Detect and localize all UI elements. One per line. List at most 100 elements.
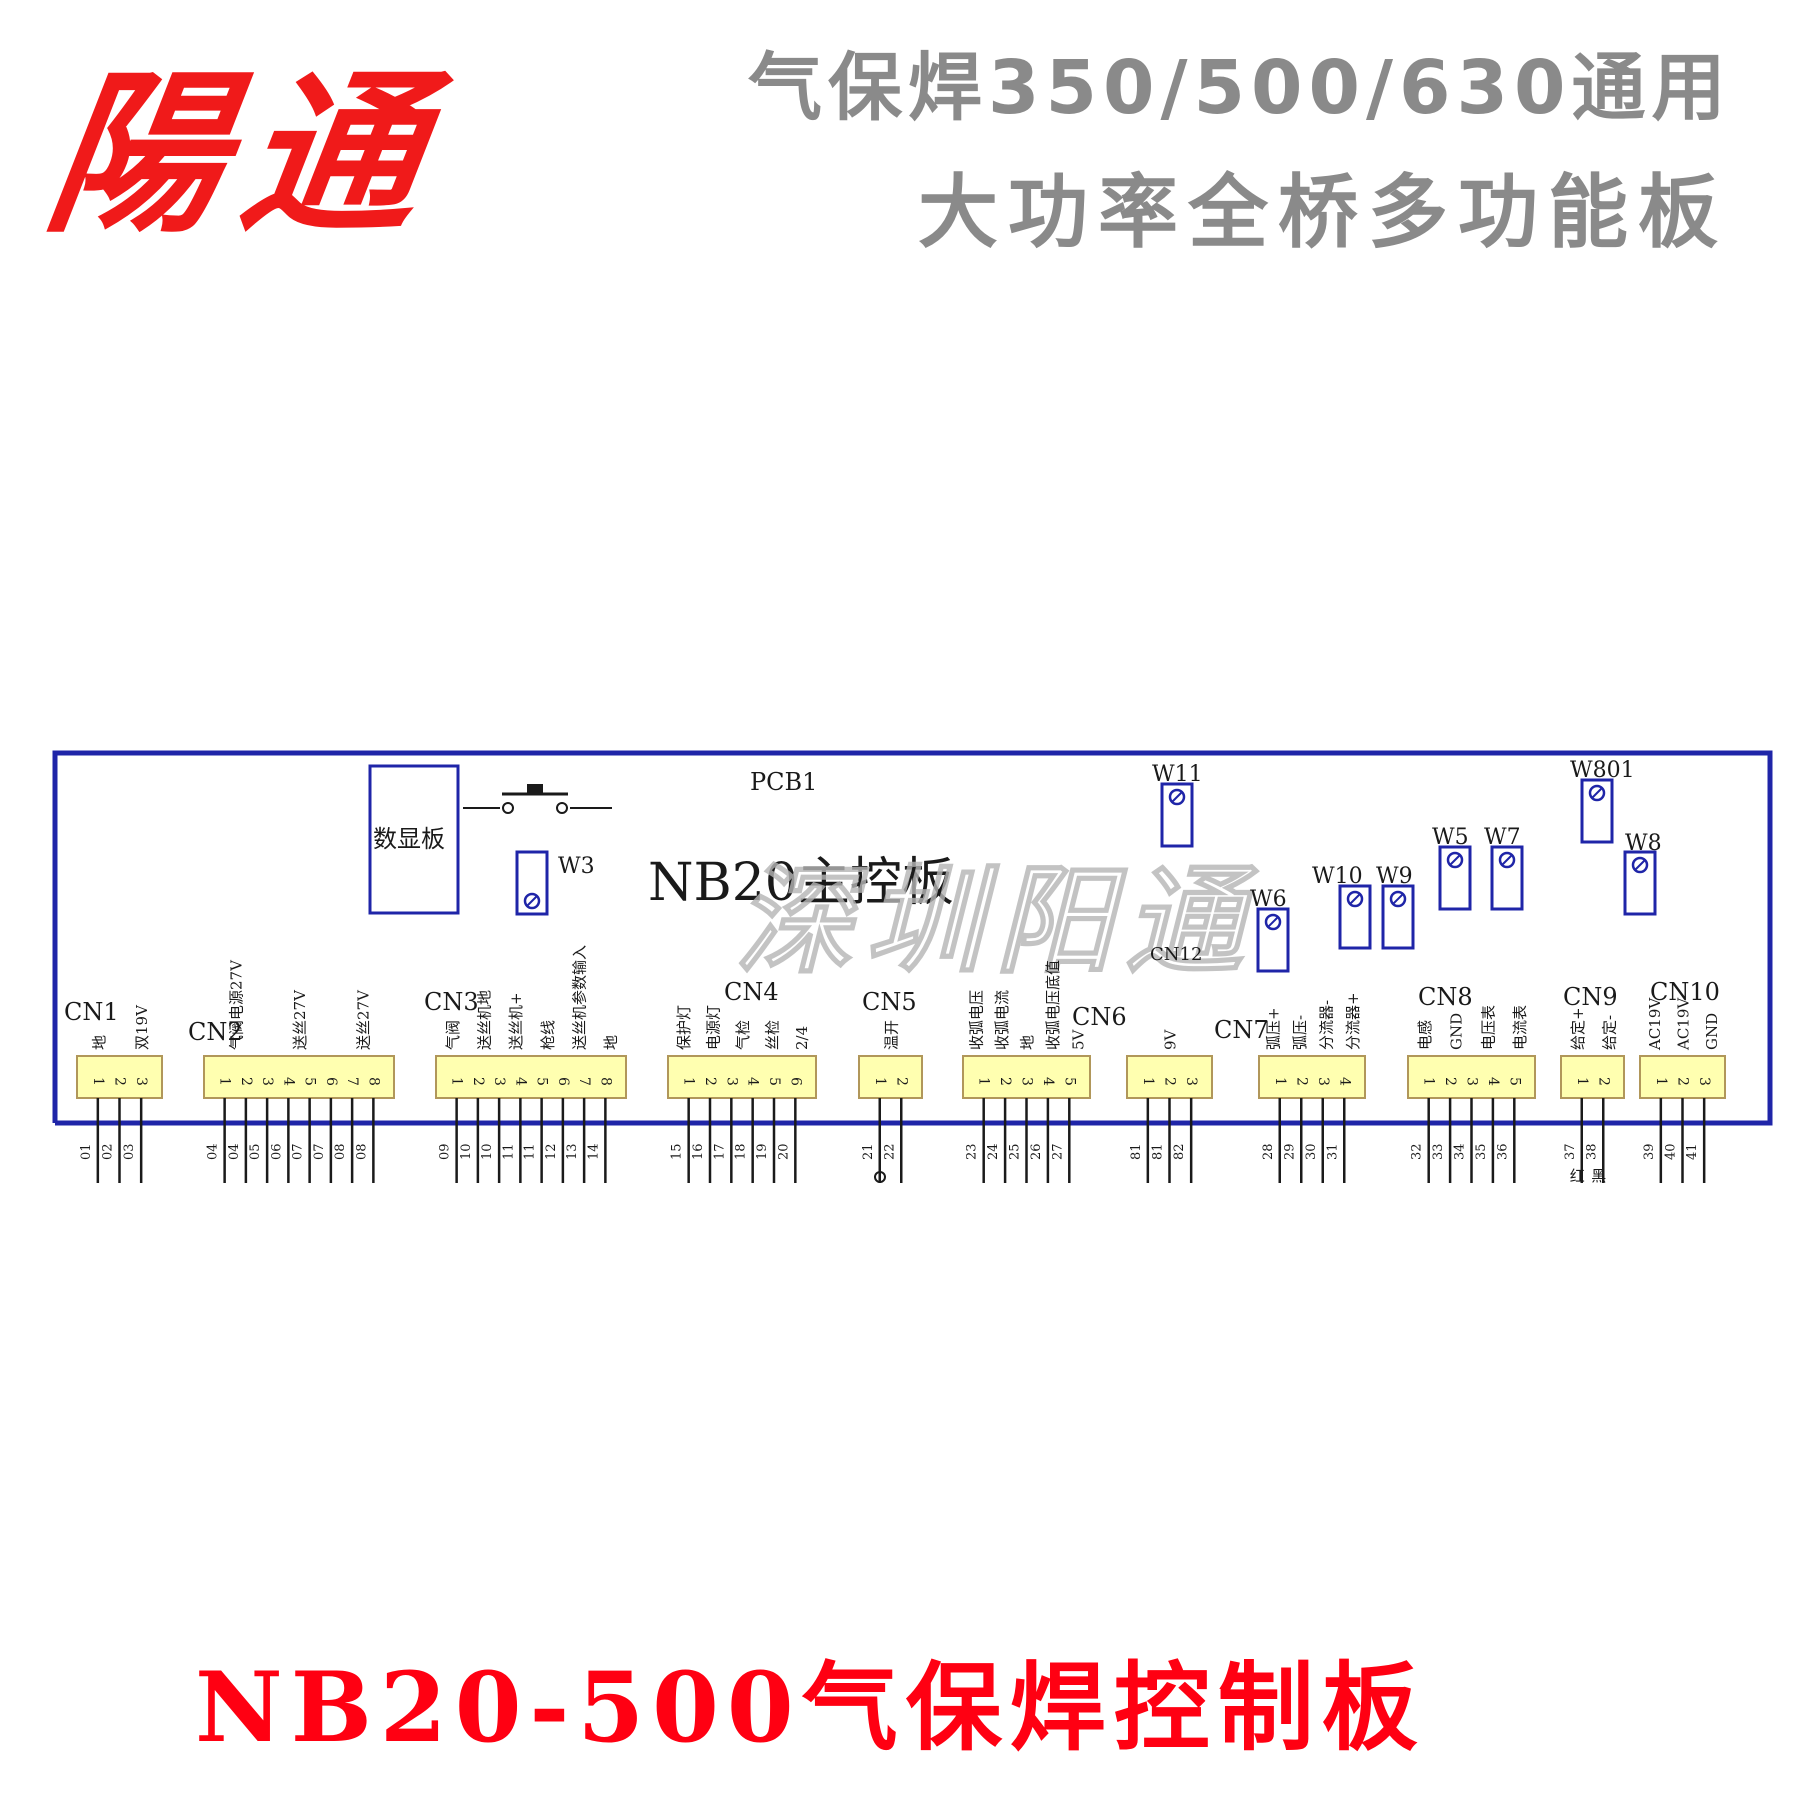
wire-number: 29 — [1282, 1143, 1297, 1160]
wire-number: 04 — [206, 1143, 221, 1160]
pin-number: 7 — [576, 1077, 592, 1086]
pin-number: 5 — [534, 1077, 550, 1086]
pin-number: 3 — [133, 1077, 149, 1086]
potentiometer-w9: W9 — [1376, 864, 1415, 950]
pin-label: 电感 — [1416, 1020, 1434, 1050]
pin-label: 5V — [1069, 1028, 1087, 1050]
connector-cn1: CN1101202303地双19V — [64, 998, 163, 1183]
wire-number: 22 — [882, 1143, 897, 1160]
pin-number: 1 — [681, 1077, 697, 1086]
push-switch — [463, 784, 612, 814]
pin-label: GND — [1448, 1013, 1466, 1050]
pin-label: 送丝机参数输入 — [571, 945, 589, 1050]
pin-number: 8 — [597, 1077, 613, 1086]
pin-number: 1 — [976, 1077, 992, 1086]
connector-name: CN5 — [862, 988, 917, 1016]
pin-label: 给定+ — [1569, 1007, 1587, 1050]
pin-number: 8 — [365, 1077, 381, 1086]
wire-number: 10 — [459, 1143, 474, 1160]
wire-number: 24 — [986, 1143, 1001, 1160]
pin-label: 收弧电压 — [968, 990, 986, 1050]
pin-label: 分流器- — [1317, 1000, 1335, 1050]
logo-text: 陽通 — [35, 52, 455, 257]
wire-color-label: 黑 — [1591, 1167, 1606, 1185]
pin-number: 5 — [302, 1077, 318, 1086]
wire-number: 32 — [1410, 1143, 1425, 1160]
wire-number: 31 — [1325, 1143, 1340, 1160]
pin-label: 电流表 — [1511, 1005, 1529, 1050]
pin-number: 2 — [702, 1077, 718, 1086]
pin-label: AC19V — [1675, 997, 1693, 1051]
wire-number: 08 — [333, 1143, 348, 1160]
wire-number: 17 — [712, 1143, 727, 1160]
wire-number: 39 — [1642, 1143, 1657, 1160]
pin-number: 6 — [787, 1077, 803, 1086]
wire-number: 02 — [101, 1143, 116, 1160]
potentiometer-w8: W8 — [1623, 831, 1662, 916]
pin-number: 6 — [323, 1077, 339, 1086]
pin-number: 3 — [1696, 1077, 1712, 1086]
potentiometer-w5: W5 — [1432, 825, 1472, 911]
pin-label: 丝检 — [764, 1020, 782, 1050]
display-board-label: 数显板 — [373, 825, 445, 853]
potentiometer-w7: W7 — [1484, 825, 1524, 911]
connector-name: CN10 — [1650, 978, 1720, 1006]
wire-number: 23 — [965, 1143, 980, 1160]
pin-number: 5 — [1061, 1077, 1077, 1086]
pin-label: 分流器+ — [1344, 992, 1362, 1050]
footer-title: NB20-500气保焊控制板 — [195, 1651, 1426, 1764]
pin-label: 地 — [1019, 1035, 1037, 1050]
pin-label: 收弧电流 — [993, 990, 1011, 1050]
header-title-line1: 气保焊350/500/630通用 — [748, 45, 1732, 131]
connector-name: CN8 — [1418, 983, 1473, 1011]
wire-number: 34 — [1453, 1143, 1468, 1160]
potentiometer-label: W11 — [1152, 762, 1203, 787]
pin-label: AC19V — [1646, 997, 1664, 1051]
wire-number: 41 — [1685, 1143, 1700, 1160]
pin-number: 1 — [1421, 1077, 1437, 1086]
pin-number: 1 — [90, 1077, 106, 1086]
pin-number: 2 — [1293, 1077, 1309, 1086]
wire-terminal-mark — [874, 1171, 886, 1183]
wire-number: 11 — [523, 1143, 538, 1160]
pin-number: 3 — [259, 1077, 275, 1086]
wire-number: 03 — [122, 1143, 137, 1160]
pin-label: 温开 — [883, 1020, 901, 1050]
pin-number: 5 — [766, 1077, 782, 1086]
pin-number: 2 — [893, 1077, 909, 1086]
pin-number: 3 — [491, 1077, 507, 1086]
pin-number: 4 — [1336, 1077, 1352, 1086]
pin-number: 1 — [1574, 1077, 1590, 1086]
connector-name: CN7 — [1214, 1016, 1269, 1044]
pcb-label: PCB1 — [750, 768, 817, 796]
wire-number: 19 — [755, 1143, 770, 1160]
pin-label: 电压表 — [1479, 1005, 1497, 1050]
wire-number: 27 — [1050, 1143, 1065, 1160]
wire-number: 14 — [586, 1143, 601, 1160]
potentiometer-label: W6 — [1250, 887, 1287, 912]
pin-label: 送丝27V — [291, 989, 309, 1050]
pin-label: 收弧电压底值 — [1044, 960, 1062, 1050]
wire-color-label: 红 — [1570, 1167, 1585, 1185]
pin-label: 送丝机地 — [476, 990, 494, 1050]
potentiometer-label: W7 — [1484, 825, 1521, 850]
pin-number: 3 — [1183, 1077, 1199, 1086]
pin-number: 2 — [470, 1077, 486, 1086]
pin-number: 2 — [112, 1077, 128, 1086]
pin-number: 2 — [997, 1077, 1013, 1086]
pin-number: 3 — [723, 1077, 739, 1086]
pin-label: 弧压+ — [1264, 1007, 1282, 1050]
wire-number: 04 — [227, 1143, 242, 1160]
pin-number: 7 — [344, 1077, 360, 1086]
display-board — [368, 764, 460, 915]
connector-cn3: CN3109210310411511612713814气阀送丝机地送丝机+枪线送… — [424, 945, 627, 1183]
pin-number: 6 — [555, 1077, 571, 1086]
